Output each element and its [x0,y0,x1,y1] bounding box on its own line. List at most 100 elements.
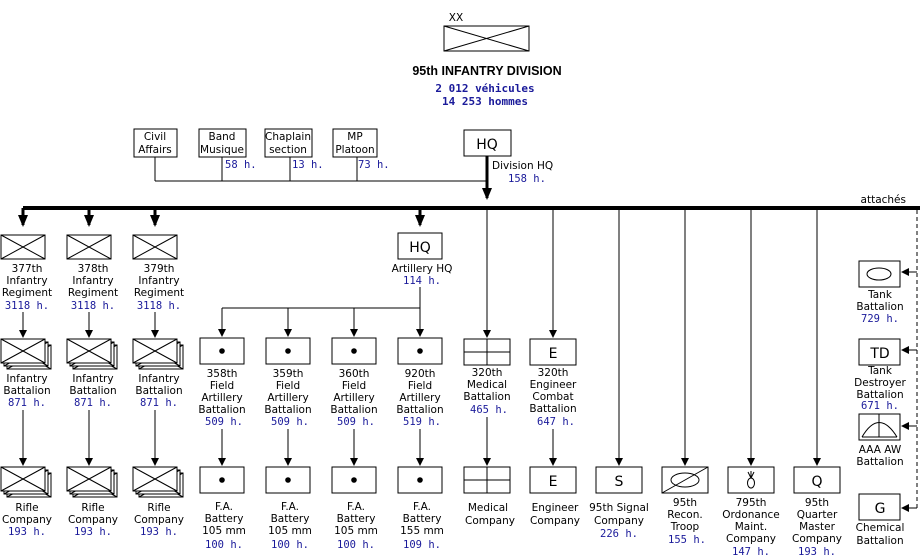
recon-troop: 95th Recon. Troop 155 h. [661,466,709,546]
td-line: Destroyer [854,377,906,389]
artillery-strength: 509 h. [271,416,309,428]
battalion-strength: 871 h. [74,397,112,409]
attached-chemical-battalion: G Chemical Battalion [856,493,905,547]
regiment-line: Regiment [134,287,184,299]
support-line: Civil [144,131,166,143]
engineer-company-symbol: E [549,474,558,490]
engineer-company: E Engineer Company [529,466,580,527]
battery-line: Battery [337,513,376,525]
support-line: section [269,144,307,156]
recon-line: 95th [673,497,697,509]
battalion-strength: 871 h. [8,397,46,409]
support-box [264,128,313,158]
engineer-company-line: Engineer [532,502,579,514]
recon-line: Troop [670,521,700,533]
artillery-dot-icon [219,348,225,354]
attached-tank-battalion: Tank Battalion 729 h. [856,260,904,325]
signal-strength: 226 h. [600,528,638,540]
medical-company: Medical Company [463,466,515,527]
td-box [858,338,901,366]
artillery-line: Artillery [267,392,308,404]
support-mp: MP Platoon 73 h. [332,128,390,171]
battalion-line: Infantry [6,373,47,385]
artillery-line: Field [276,380,300,392]
battalion-strength: 871 h. [140,397,178,409]
regiment-line: 377th [12,263,43,275]
medical-line: Battalion [463,391,510,403]
chemical-line: Battalion [856,535,903,547]
battery-line: 105 mm [202,525,246,537]
td-line: Battalion [856,389,903,401]
artillery-hq-label: Artillery HQ [392,263,453,275]
support-box [133,128,178,158]
engineer-battalion: E 320th Engineer Combat Battalion 647 h. [529,338,577,428]
battalion-line: Battalion [69,385,116,397]
artillery-line: Field [408,380,432,392]
support-box [198,128,247,158]
td-symbol: TD [869,346,889,362]
artillery-strength: 509 h. [337,416,375,428]
regiment-line: Regiment [68,287,118,299]
division-hq-box [463,129,512,157]
regiment-line: Infantry [72,275,113,287]
battery-line: F.A. [413,501,431,513]
engineer-line: 320th [538,367,569,379]
artillery-line: 358th [207,368,238,380]
chemical-symbol: G [875,501,886,517]
recon-symbol [670,472,700,488]
regiment-line: Infantry [138,275,179,287]
company-line: Rifle [15,502,38,514]
attached-aaa-battalion: AAA AW Battalion [856,413,904,468]
battery-line: 155 mm [400,525,444,537]
artillery-line: Battalion [198,404,245,416]
artillery-dot-icon [219,477,225,483]
artillery-strength: 519 h. [403,416,441,428]
artillery-dot-icon [351,477,357,483]
quartermaster-line: 95th [805,497,829,509]
artillery-hq-symbol: HQ [409,240,431,256]
signal-symbol: S [615,474,624,490]
division-hq-strength: 158 h. [508,173,546,185]
ordnance-box [727,466,775,494]
battalion-line: Battalion [135,385,182,397]
artillery-dot-icon [417,477,423,483]
chemical-line: Chemical [856,522,905,534]
division-hq: HQ Division HQ 158 h. [463,129,553,185]
tank-line: Battalion [856,301,903,313]
artillery-hq-box [397,232,443,260]
tank-symbol [866,267,892,281]
medical-company-line: Company [465,515,515,527]
battery-box [265,466,311,494]
medical-line: Medical [467,379,507,391]
battery-line: F.A. [281,501,299,513]
battery-line: F.A. [215,501,233,513]
support-strength: 13 h. [292,159,324,171]
medical-battalion: 320th Medical Battalion 465 h. [463,338,511,416]
company-line: Company [2,514,52,526]
artillery-line: 920th [405,368,436,380]
artillery-line: Artillery [399,392,440,404]
regiment-strength: 3118 h. [5,300,49,312]
medical-line: 320th [472,367,503,379]
support-box [332,128,378,158]
artillery-dot-icon [285,348,291,354]
support-line: Affairs [138,144,172,156]
support-band: Band Musique 58 h. [198,128,257,171]
company-strength: 193 h. [8,526,46,538]
support-civil-affairs: Civil Affairs [133,128,178,158]
division-title: 95th INFANTRY DIVISION [412,64,561,78]
regiment-strength: 3118 h. [71,300,115,312]
division-vehicles: 2 012 véhicules [435,82,534,95]
attached-label: attachés [861,194,906,206]
medical-company-line: Medical [468,502,508,514]
battery-line: Battery [271,513,310,525]
engineer-strength: 647 h. [537,416,575,428]
artillery-hq: HQ Artillery HQ 114 h. [392,232,453,287]
artillery-line: Artillery [333,392,374,404]
artillery-line: Artillery [201,392,242,404]
